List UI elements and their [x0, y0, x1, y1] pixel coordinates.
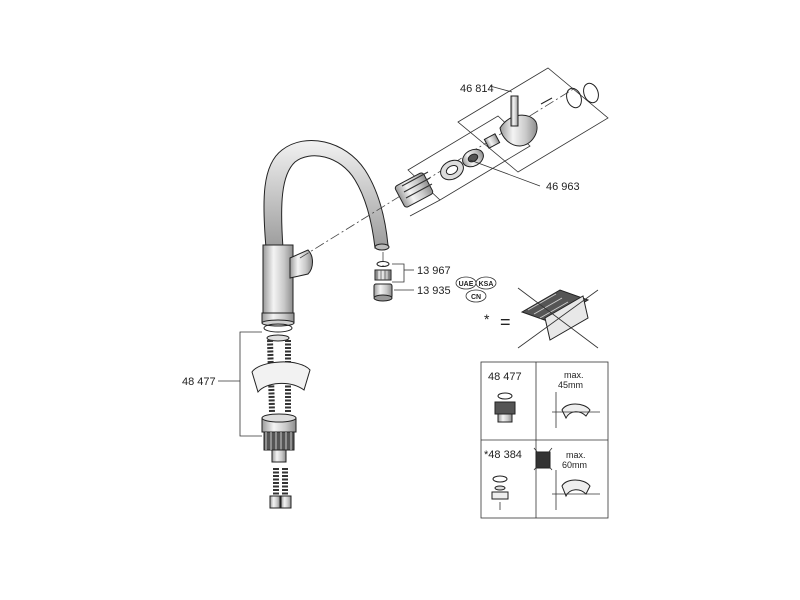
not-included-symbol	[517, 287, 599, 349]
lever-handle	[499, 95, 538, 147]
aerator-parts	[373, 252, 497, 303]
region-badge-cn	[465, 289, 487, 303]
table-row1-part: 48 477	[488, 371, 522, 383]
installation-table	[480, 361, 609, 519]
part-number-13967: 13 967	[417, 265, 451, 277]
region-badge-ksa	[475, 276, 497, 290]
table-row1-max: max.	[564, 370, 584, 380]
table-row2-part: *48 384	[484, 449, 522, 461]
part-number-13935: 13 935	[417, 285, 451, 297]
part-number-48477: 48 477	[182, 376, 216, 388]
part-number-46814: 46 814	[460, 83, 494, 95]
part-number-46963: 46 963	[546, 181, 580, 193]
badge-label-uae: UAE	[459, 281, 474, 288]
faucet-body	[261, 139, 390, 327]
table-row2-dim: 60mm	[562, 460, 587, 470]
cartridge	[394, 171, 434, 208]
badge-label-ksa: KSA	[479, 281, 494, 288]
table-row2-max: max.	[566, 450, 586, 460]
badge-label-cn: CN	[471, 294, 481, 301]
cartridge-assembly	[299, 67, 609, 259]
note-star: *	[484, 311, 490, 327]
mounting-set	[218, 323, 311, 509]
note-equals: =	[500, 312, 511, 332]
table-row1-dim: 45mm	[558, 380, 583, 390]
